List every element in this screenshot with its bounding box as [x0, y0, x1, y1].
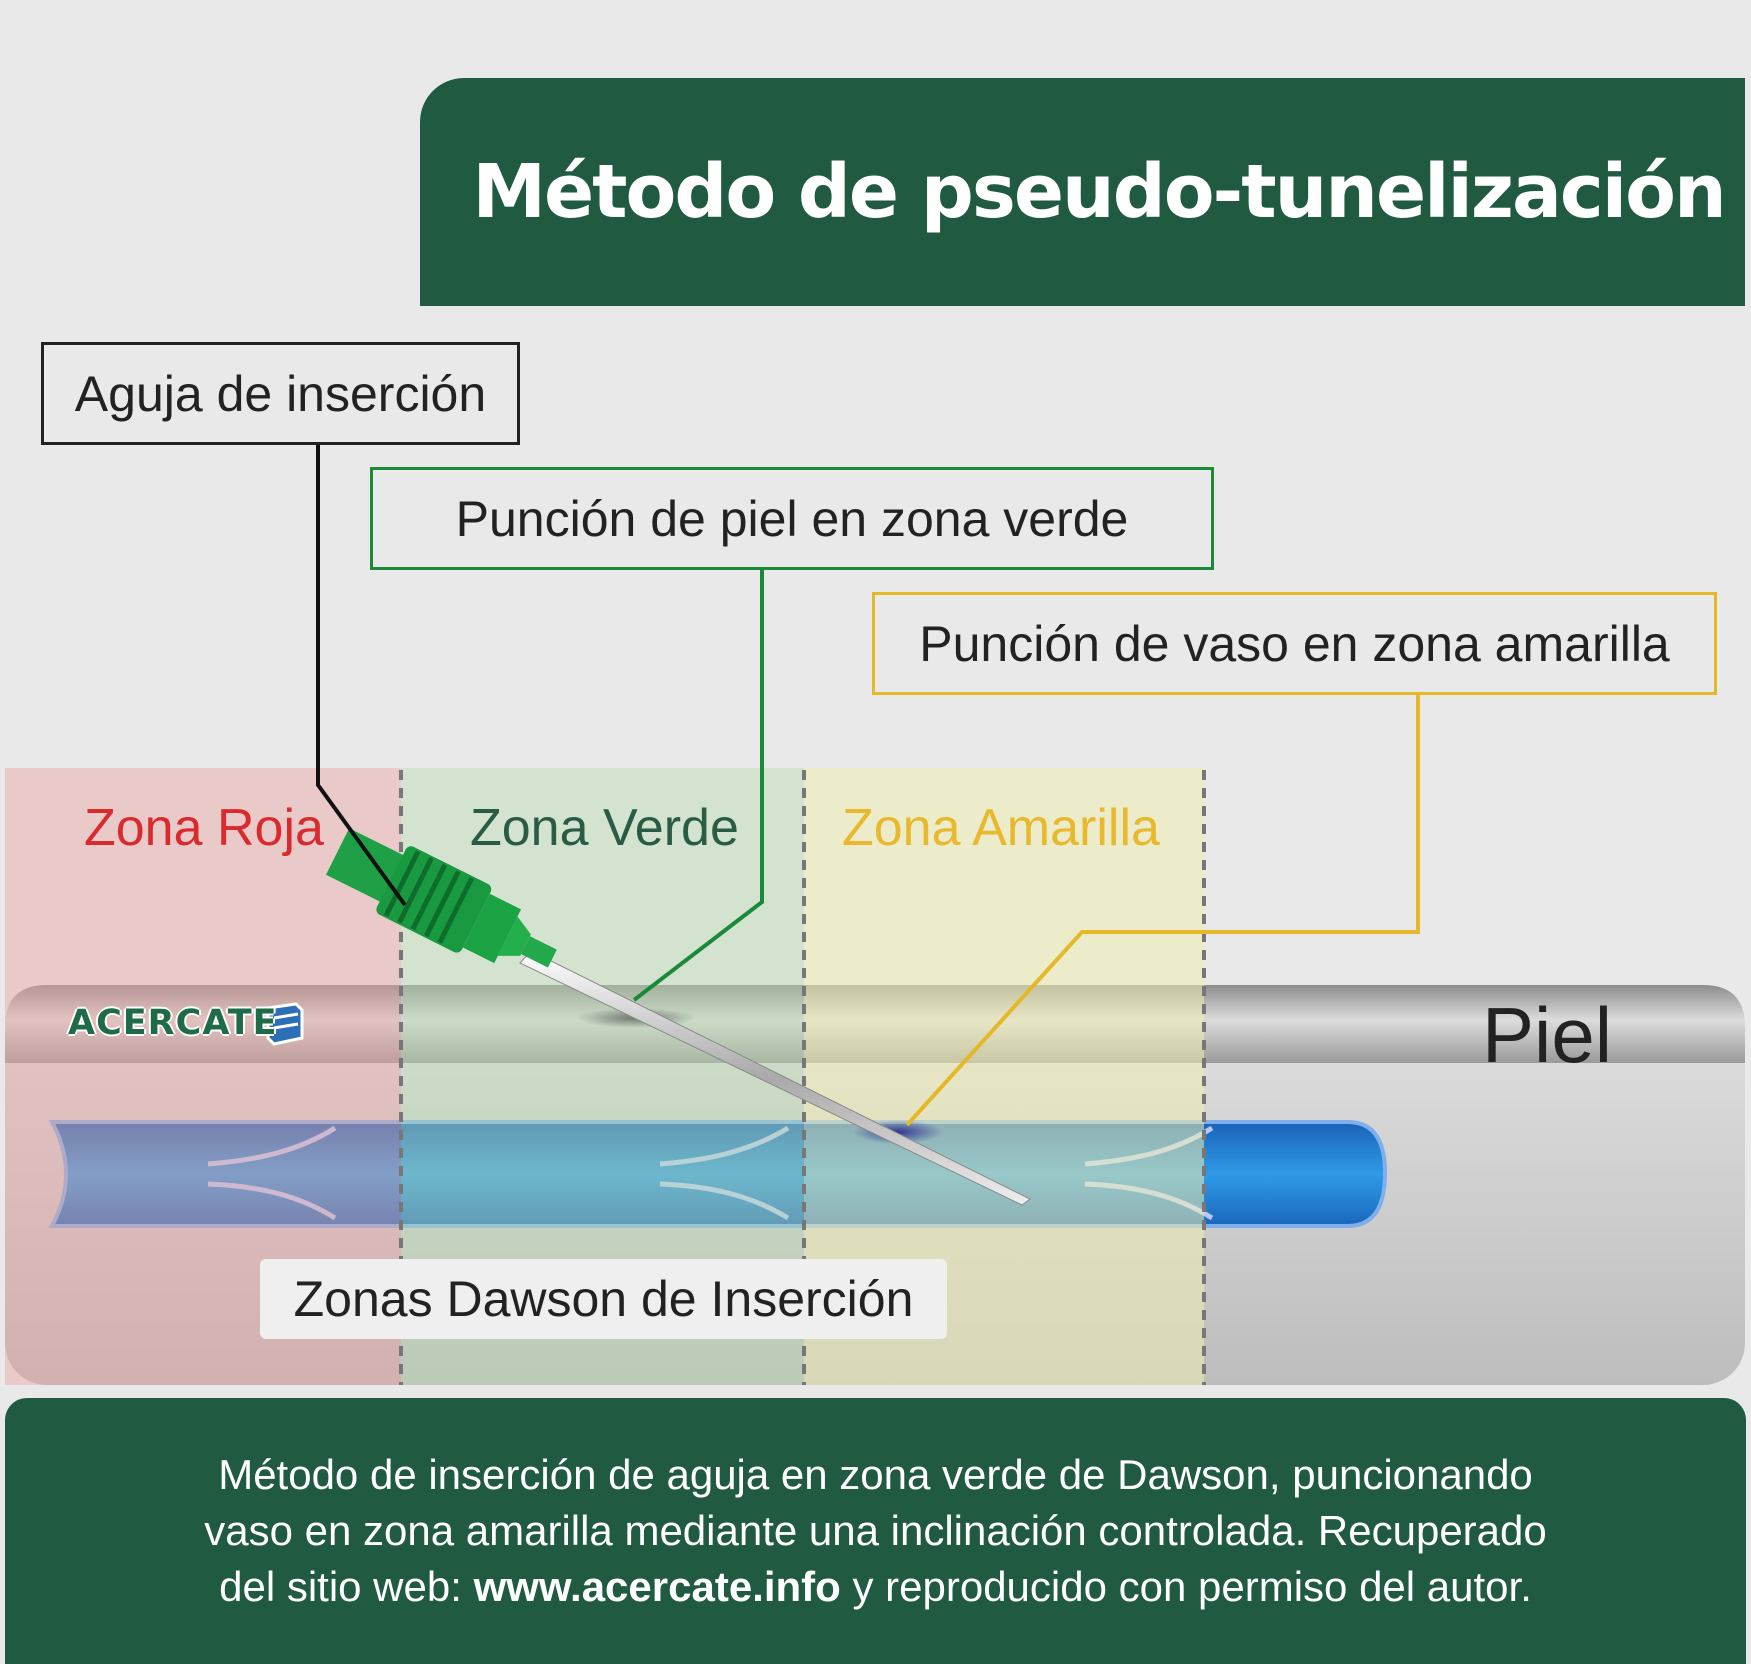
zone-green-label: Zona Verde — [470, 799, 739, 857]
page-title: Método de pseudo-tunelización — [472, 149, 1726, 235]
footer-line-2: vaso en zona amarilla mediante una incli… — [204, 1507, 1547, 1554]
footer-caption: Método de inserción de aguja en zona ver… — [5, 1398, 1746, 1664]
needle-hub — [326, 828, 557, 968]
skin-label: Piel — [1482, 991, 1613, 1079]
brand-text: ACERCATE — [68, 1003, 278, 1043]
legend-box: Zonas Dawson de Inserción — [260, 1259, 947, 1339]
zone-yellow-label: Zona Amarilla — [842, 799, 1160, 857]
brand-logo: ACERCATE — [68, 1003, 277, 1043]
acercate-logo-icon — [266, 1002, 304, 1046]
title-banner: Método de pseudo-tunelización — [420, 78, 1745, 306]
needle-label: Aguja de inserción — [41, 342, 520, 445]
footer-line-3-suffix: y reproducido con permiso del autor. — [840, 1563, 1532, 1610]
vessel-puncture-leader-line — [905, 695, 1420, 1127]
skin-puncture-leader-line — [632, 570, 764, 1002]
footer-line-1: Método de inserción de aguja en zona ver… — [218, 1451, 1533, 1498]
skin-puncture-label: Punción de piel en zona verde — [370, 467, 1214, 570]
vessel-puncture-label: Punción de vaso en zona amarilla — [872, 592, 1717, 695]
needle-leader-line — [316, 445, 407, 907]
footer-line-3-prefix: del sitio web: — [219, 1563, 474, 1610]
footer-line-3: del sitio web: www.acercate.info y repro… — [219, 1559, 1532, 1615]
footer-website-link[interactable]: www.acercate.info — [473, 1563, 841, 1610]
zone-red-label: Zona Roja — [84, 799, 324, 857]
